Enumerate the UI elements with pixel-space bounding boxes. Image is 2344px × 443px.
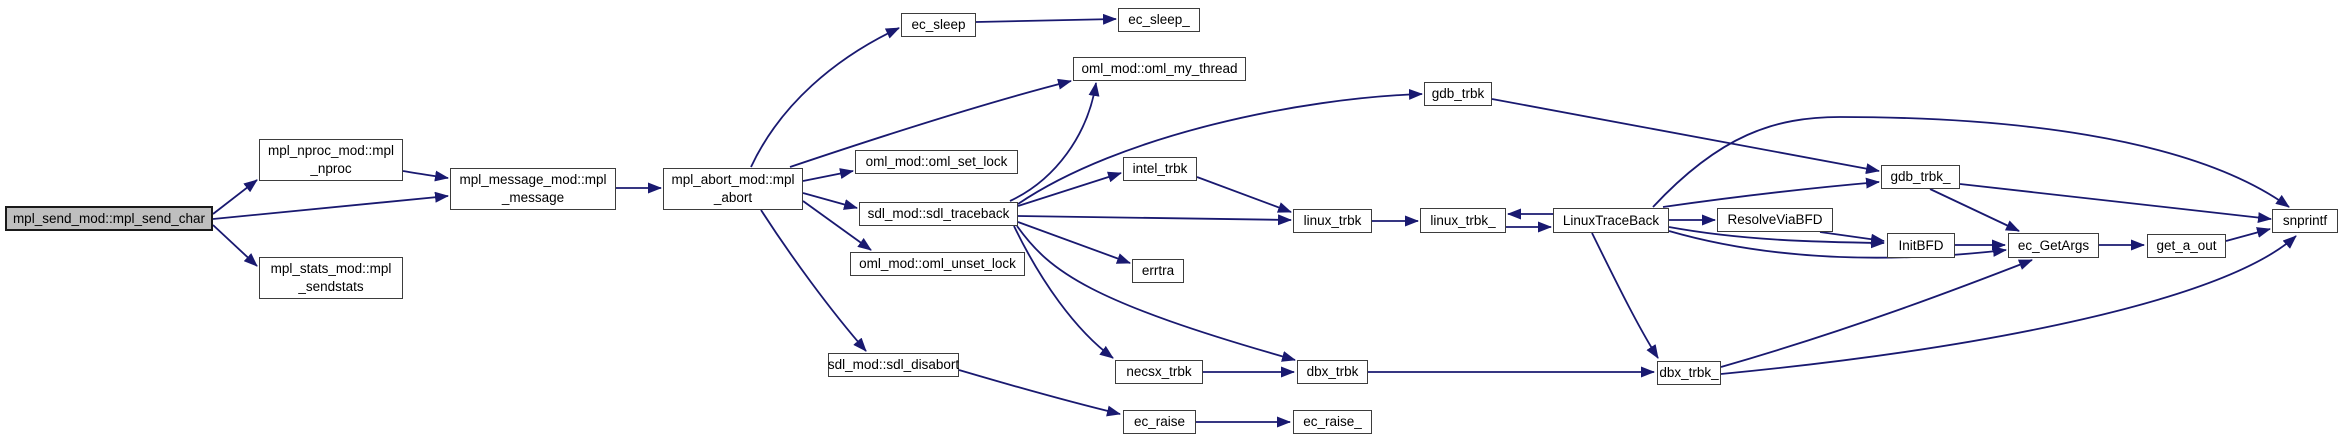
edge-ResolveViaBFD-to-InitBFD [1819, 231, 1885, 245]
edge-get_a_out-to-snprintf [2225, 227, 2271, 242]
node-snprintf[interactable]: snprintf [2272, 209, 2338, 233]
node-label: oml_mod::oml_unset_lock [859, 256, 1016, 271]
node-oml_my_thread[interactable]: oml_mod::oml_my_thread [1073, 57, 1246, 81]
node-errtra[interactable]: errtra [1132, 259, 1184, 283]
node-label: ec_GetArgs [2017, 237, 2090, 253]
edge-sdl_traceback-to-dbx_trbk [1016, 225, 1296, 362]
edge-dbx_trbk_-to-snprintf [1720, 235, 2297, 375]
node-ec_raise[interactable]: ec_raise [1123, 410, 1196, 434]
edge-mpl_nproc-to-mpl_message [402, 170, 449, 182]
edge-LinuxTraceBack-to-ec_GetArgs [1668, 230, 2007, 259]
edge-gdb_trbk-to-gdb_trbk_ [1491, 98, 1880, 175]
node-mpl_nproc[interactable]: mpl_nproc_mod::mpl _nproc [259, 139, 403, 181]
node-label: ec_sleep [911, 17, 966, 32]
edge-LinuxTraceBack-to-gdb_trbk_ [1662, 177, 1880, 208]
node-intel_trbk[interactable]: intel_trbk [1123, 157, 1197, 181]
edge-gdb_trbk_-to-ec_GetArgs [1929, 188, 2020, 232]
node-label: linux_trbk [1303, 213, 1362, 228]
edge-gdb_trbk_-to-snprintf [1959, 183, 2272, 224]
node-label: gdb_trbk [1431, 86, 1485, 101]
edge-mpl_abort-to-oml_unset_lock [802, 200, 872, 251]
edge-dbx_trbk_-to-ec_GetArgs [1720, 259, 2033, 368]
edge-mpl_abort-to-oml_my_thread [789, 78, 1072, 168]
node-label: oml_mod::oml_my_thread [1081, 61, 1238, 76]
node-ec_sleep[interactable]: ec_sleep [901, 13, 976, 37]
node-label: necsx_trbk [1126, 364, 1192, 379]
edge-mpl_abort-to-ec_sleep [750, 27, 900, 168]
edge-sdl_traceback-to-gdb_trbk [1017, 88, 1423, 205]
edge-LinuxTraceBack-to-dbx_trbk_ [1591, 232, 1659, 359]
edge-sdl_traceback-to-errtra [1017, 221, 1131, 264]
node-label: ec_raise [1133, 414, 1186, 429]
edge-sdl_traceback-to-intel_trbk [1017, 171, 1122, 207]
node-label: InitBFD [1898, 237, 1944, 253]
edge-sdl_traceback-to-oml_my_thread [1009, 82, 1100, 202]
node-label: sdl_mod::sdl_traceback [867, 206, 1010, 221]
node-label: mpl_abort_mod::mpl _abort [671, 172, 795, 205]
node-label: dbx_trbk [1306, 364, 1359, 379]
node-label: linux_trbk_ [1430, 212, 1496, 228]
node-ec_raise_[interactable]: ec_raise_ [1293, 410, 1372, 434]
edge-sdl_traceback-to-necsx_trbk [1013, 225, 1114, 359]
edge-mpl_abort-to-sdl_disabort [760, 209, 867, 352]
node-ResolveViaBFD[interactable]: ResolveViaBFD [1717, 208, 1833, 232]
node-label: errtra [1141, 263, 1175, 278]
node-oml_set_lock[interactable]: oml_mod::oml_set_lock [855, 150, 1018, 174]
edge-mpl_send_char-to-mpl_nproc [212, 179, 258, 215]
node-necsx_trbk[interactable]: necsx_trbk [1115, 360, 1203, 384]
node-label: LinuxTraceBack [1562, 212, 1660, 228]
edge-mpl_abort-to-oml_set_lock [802, 168, 854, 182]
edge-sdl_disabort-to-ec_raise [958, 369, 1121, 417]
edge-sdl_traceback-to-linux_trbk [1017, 214, 1292, 226]
edge-intel_trbk-to-linux_trbk [1196, 176, 1292, 213]
node-sdl_disabort[interactable]: sdl_mod::sdl_disabort [828, 353, 959, 377]
edge-mpl_abort-to-sdl_traceback [802, 192, 858, 210]
node-label: oml_mod::oml_set_lock [865, 154, 1008, 169]
node-label: get_a_out [2156, 238, 2217, 253]
node-label: ec_raise_ [1303, 414, 1362, 429]
node-label: gdb_trbk_ [1890, 169, 1951, 184]
node-linux_trbk_[interactable]: linux_trbk_ [1420, 208, 1506, 233]
node-mpl_send_char[interactable]: mpl_send_mod::mpl_send_char [5, 206, 213, 231]
node-mpl_abort[interactable]: mpl_abort_mod::mpl _abort [663, 168, 803, 210]
node-label: intel_trbk [1132, 161, 1188, 176]
node-label: ec_sleep_ [1128, 12, 1190, 27]
node-mpl_message[interactable]: mpl_message_mod::mpl _message [450, 168, 616, 210]
node-label: mpl_nproc_mod::mpl _nproc [267, 143, 395, 176]
edge-mpl_send_char-to-mpl_message [212, 191, 449, 220]
node-InitBFD[interactable]: InitBFD [1887, 233, 1955, 258]
node-LinuxTraceBack[interactable]: LinuxTraceBack [1553, 208, 1669, 233]
node-mpl_sendstats[interactable]: mpl_stats_mod::mpl _sendstats [259, 257, 403, 299]
node-ec_sleep_[interactable]: ec_sleep_ [1118, 8, 1200, 32]
edge-LinuxTraceBack-to-InitBFD [1668, 226, 1885, 249]
node-get_a_out[interactable]: get_a_out [2147, 234, 2226, 258]
node-label: mpl_stats_mod::mpl _sendstats [270, 261, 392, 294]
node-label: sdl_mod::sdl_disabort [827, 357, 960, 372]
node-gdb_trbk[interactable]: gdb_trbk [1424, 82, 1492, 106]
node-label: snprintf [2282, 213, 2328, 228]
node-ec_GetArgs[interactable]: ec_GetArgs [2008, 233, 2099, 258]
node-dbx_trbk_[interactable]: dbx_trbk_ [1657, 361, 1721, 385]
edge-ec_sleep-to-ec_sleep_ [975, 13, 1117, 25]
node-label: mpl_send_mod::mpl_send_char [12, 210, 206, 226]
node-linux_trbk[interactable]: linux_trbk [1293, 209, 1372, 233]
node-gdb_trbk_[interactable]: gdb_trbk_ [1881, 165, 1960, 189]
node-dbx_trbk[interactable]: dbx_trbk [1297, 360, 1368, 384]
node-label: dbx_trbk_ [1659, 365, 1719, 380]
node-oml_unset_lock[interactable]: oml_mod::oml_unset_lock [850, 252, 1025, 276]
node-sdl_traceback[interactable]: sdl_mod::sdl_traceback [859, 202, 1018, 226]
edge-LinuxTraceBack-to-snprintf [1652, 116, 2290, 208]
node-label: ResolveViaBFD [1727, 212, 1823, 227]
edge-mpl_send_char-to-mpl_sendstats [212, 224, 258, 267]
node-label: mpl_message_mod::mpl _message [459, 172, 607, 205]
